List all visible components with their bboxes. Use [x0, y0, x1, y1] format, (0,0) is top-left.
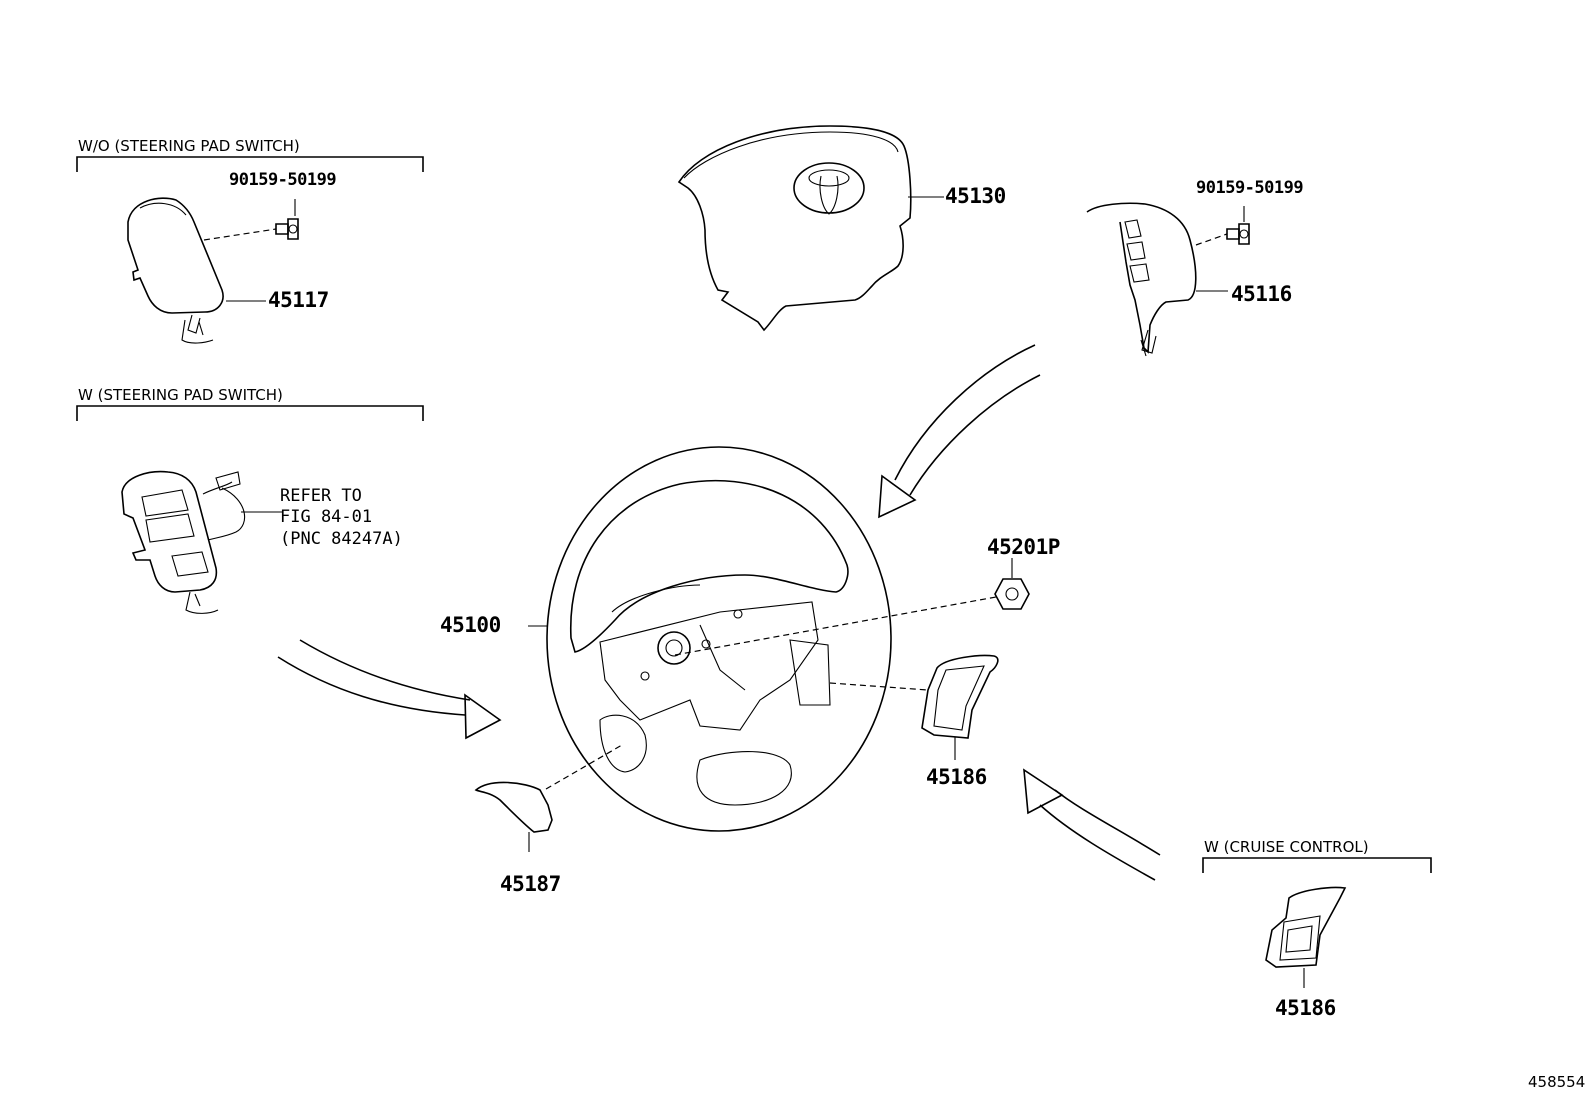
section-header-w-pad-switch: W (STEERING PAD SWITCH) [78, 386, 283, 404]
horn-pad-cover-45117 [127, 197, 224, 344]
part-label-45117: 45117 [268, 288, 329, 312]
bracket-w-cruise-control [1202, 857, 1432, 873]
cover-45187 [474, 781, 553, 852]
reference-line-3: (PNC 84247A) [280, 528, 403, 549]
reference-line-2: FIG 84-01 [280, 507, 373, 528]
arrow-from-cruise-control [1023, 768, 1161, 881]
pad-switch-assembly [121, 470, 246, 614]
part-label-45130: 45130 [945, 184, 1006, 208]
figure-id: 458554 [1528, 1073, 1586, 1091]
section-header-w-cruise-control: W (CRUISE CONTROL) [1204, 838, 1369, 856]
part-label-45116: 45116 [1231, 282, 1292, 306]
part-label-45187: 45187 [500, 872, 561, 896]
reference-line-1: REFER TO [280, 486, 362, 506]
horn-pad-45116 [1086, 202, 1197, 357]
reference-note: REFER TO FIG 84-01 (PNC 84247A) [280, 486, 403, 550]
part-label-45100: 45100 [440, 613, 501, 637]
section-header-wo-pad-switch: W/O (STEERING PAD SWITCH) [78, 137, 300, 155]
bolt-left [275, 199, 299, 240]
part-label-45186: 45186 [926, 765, 987, 789]
part-label-45201p: 45201P [987, 535, 1060, 559]
part-label-45186-cruise: 45186 [1275, 996, 1336, 1020]
nut-45201p [994, 558, 1030, 610]
arrow-from-airbag [878, 344, 1041, 519]
airbag-cover-45130 [677, 125, 912, 332]
bracket-w-pad-switch [76, 405, 424, 421]
arrow-from-pad-switch [277, 639, 502, 740]
bracket-wo-pad-switch [76, 156, 424, 172]
cover-45186 [921, 654, 999, 760]
cruise-control-cover-45186 [1265, 886, 1347, 988]
part-label-bolt-right: 90159-50199 [1196, 178, 1304, 198]
bolt-right [1226, 206, 1250, 245]
steering-wheel-45100 [546, 446, 892, 832]
part-label-bolt-left: 90159-50199 [229, 170, 337, 190]
